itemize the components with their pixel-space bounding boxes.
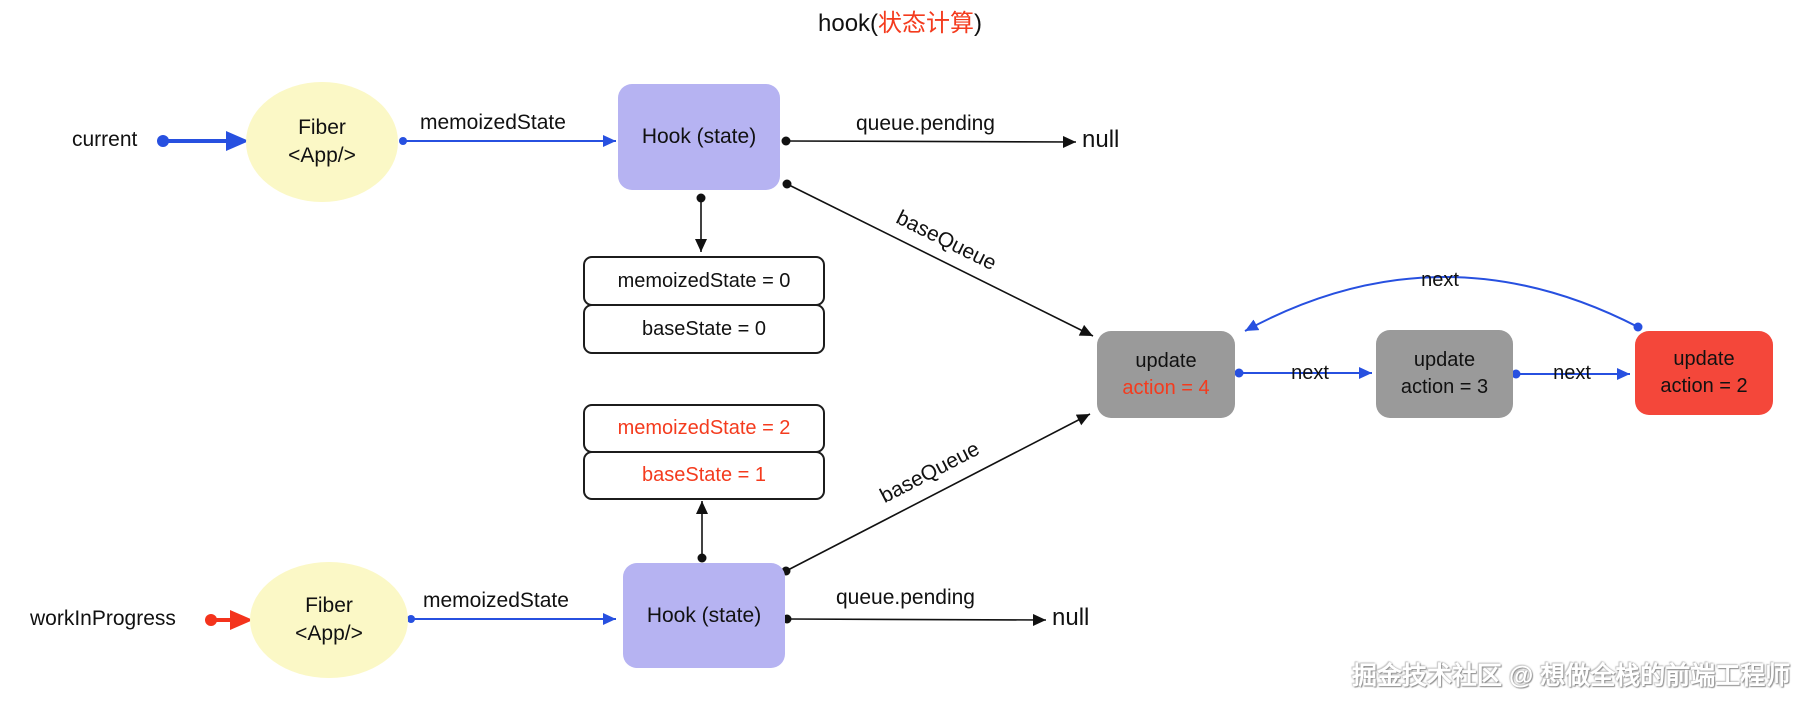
current-pointer-arrow <box>157 131 249 151</box>
update-title: update <box>1135 349 1197 372</box>
state-row-text: baseState = 0 <box>642 317 766 340</box>
state-row-memoized-current: memoizedState = 0 <box>583 256 825 306</box>
queue-pending-edge-top <box>781 135 1077 148</box>
hook-node-wip: Hook (state) <box>623 563 785 668</box>
next-label-1: next <box>1291 362 1329 384</box>
update-title: update <box>1673 348 1735 370</box>
title-highlight: 状态计算 <box>878 10 975 37</box>
title-suffix: ) <box>974 10 983 37</box>
next-edge-1 <box>1234 367 1372 379</box>
hook-label: Hook (state) <box>646 603 762 627</box>
state-row-text: memoizedState = 2 <box>617 417 791 439</box>
update-title: update <box>1413 349 1476 371</box>
queue-pending-null-top: null <box>1082 126 1120 153</box>
state-row-memoized-wip: memoizedState = 2 <box>583 404 825 453</box>
update-action: action = 2 <box>1660 375 1748 397</box>
watermark: 掘金技术社区 @ 想做全栈的前端工程师 <box>1352 662 1791 690</box>
hook-state-connector-bottom <box>696 501 708 563</box>
fiber-line1: Fiber <box>305 594 353 617</box>
current-pointer-label: current <box>72 128 138 151</box>
memoizedstate-edge-label-top: memoizedState <box>420 111 566 134</box>
queue-pending-edge-bottom <box>782 613 1047 626</box>
fiber-node-current: Fiber <App/> <box>246 82 398 202</box>
workinprogress-pointer-arrow <box>205 610 253 630</box>
hook-state-connector-top <box>695 193 707 252</box>
fiber-line2: <App/> <box>288 144 356 167</box>
state-row-base-wip: baseState = 1 <box>583 451 825 500</box>
fiber-line2: <App/> <box>295 622 363 645</box>
update-action: action = 4 <box>1122 376 1210 399</box>
memoizedstate-edge-top <box>399 135 616 147</box>
state-row-text: memoizedState = 0 <box>617 269 791 292</box>
update-node-action2: update action = 2 <box>1635 331 1773 415</box>
basequeue-edge-top <box>782 179 1094 337</box>
memoizedstate-edge-label-bottom: memoizedState <box>423 589 569 612</box>
update-node-action4: update action = 4 <box>1097 331 1235 418</box>
fiber-line1: Fiber <box>298 116 346 139</box>
update-node-action3: update action = 3 <box>1376 330 1513 418</box>
update-action: action = 3 <box>1400 376 1489 398</box>
queue-pending-null-bottom: null <box>1052 604 1090 631</box>
memoizedstate-edge-bottom <box>407 613 616 625</box>
fiber-node-wip: Fiber <App/> <box>250 562 408 678</box>
basequeue-edge-bottom <box>781 413 1091 576</box>
next-label-2: next <box>1553 362 1591 384</box>
queue-pending-label-bottom: queue.pending <box>836 586 975 609</box>
next-label-loop: next <box>1421 269 1459 291</box>
workinprogress-pointer-label: workInProgress <box>30 607 176 630</box>
title-prefix: hook( <box>818 10 879 37</box>
hook-label: Hook (state) <box>641 125 757 148</box>
queue-pending-label-top: queue.pending <box>856 112 995 135</box>
page-title: hook(状态计算) <box>818 3 982 38</box>
next-edge-2 <box>1511 368 1630 380</box>
state-row-base-current: baseState = 0 <box>583 304 825 354</box>
hook-node-current: Hook (state) <box>618 84 780 190</box>
next-loop-edge <box>1244 276 1643 332</box>
state-row-text: baseState = 1 <box>642 464 766 486</box>
